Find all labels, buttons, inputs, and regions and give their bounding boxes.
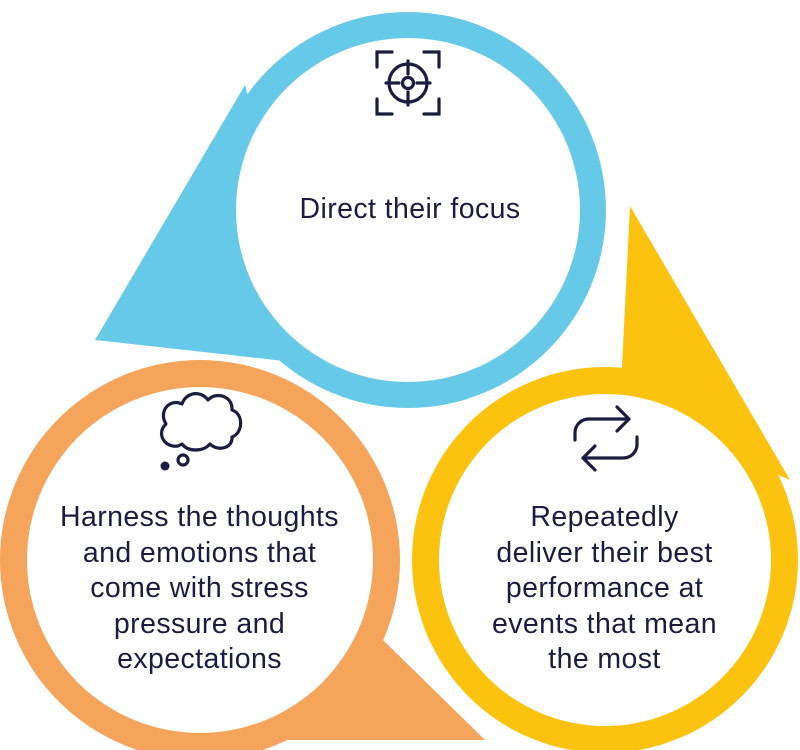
target-icon <box>375 50 441 116</box>
node-right-shape <box>412 206 798 750</box>
node-top-label: Direct their focus <box>299 193 521 225</box>
thought-bubble-icon <box>160 392 243 471</box>
node-top-inner <box>236 38 580 382</box>
node-right-inner <box>439 394 771 726</box>
node-left-label: Harness the thoughts and emotions that c… <box>60 501 339 675</box>
repeat-icon <box>573 405 639 472</box>
node-left-inner <box>27 387 373 733</box>
node-left-shape <box>0 360 485 750</box>
node-right-label: Repeatedly deliver their best performanc… <box>491 501 718 675</box>
node-top-shape <box>95 12 606 408</box>
